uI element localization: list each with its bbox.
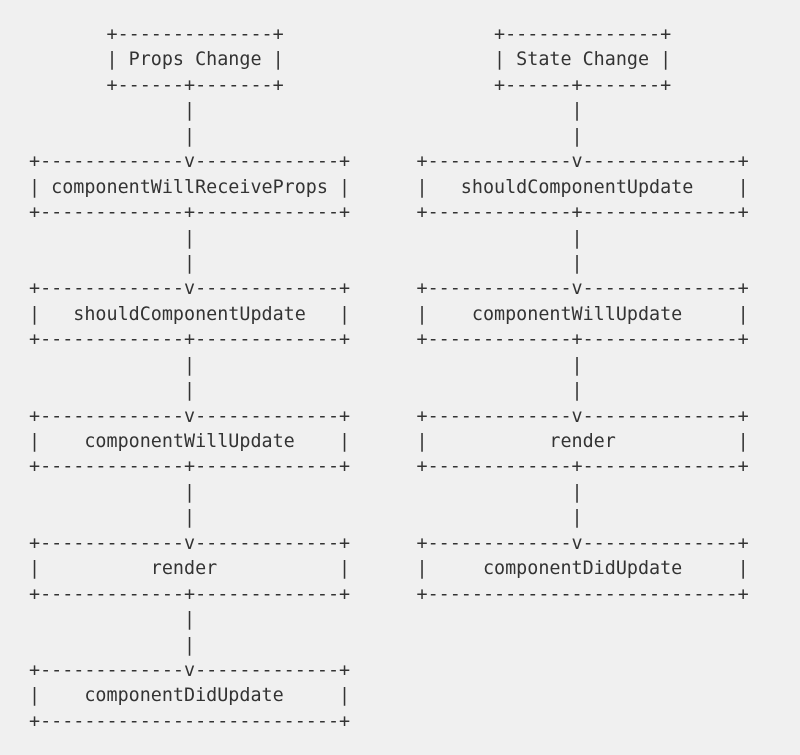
ascii-line: | | xyxy=(29,481,583,503)
ascii-line: | componentDidUpdate | xyxy=(29,685,351,707)
ascii-line: | | xyxy=(29,252,583,274)
ascii-line: | | xyxy=(29,380,583,402)
ascii-line: +-------------v-------------+ +---------… xyxy=(29,151,749,173)
ascii-line: | | xyxy=(29,354,583,376)
ascii-line: | | xyxy=(29,125,583,147)
ascii-line: | | xyxy=(29,507,583,529)
ascii-line: | | xyxy=(29,227,583,249)
ascii-line: +-------------v-------------+ +---------… xyxy=(29,405,749,427)
ascii-line: | | xyxy=(29,100,583,122)
ascii-line: | componentWillUpdate | | render | xyxy=(29,431,749,452)
ascii-line: | Props Change | | State Change | xyxy=(29,49,672,71)
ascii-line: +-------------v-------------+ xyxy=(29,659,351,681)
ascii-line: | shouldComponentUpdate | | componentWil… xyxy=(29,303,749,325)
ascii-line: | render | | componentDidUpdate | xyxy=(29,558,749,580)
ascii-line: +--------------+ +--------------+ xyxy=(29,24,672,45)
ascii-line: +-------------+-------------+ +---------… xyxy=(29,583,749,605)
ascii-line: +-------------v-------------+ +---------… xyxy=(29,532,749,554)
ascii-line: +-------------+-------------+ +---------… xyxy=(29,456,749,478)
ascii-line: +-------------v-------------+ +---------… xyxy=(29,278,749,300)
ascii-line: +-------------+-------------+ +---------… xyxy=(29,202,749,224)
ascii-line: | xyxy=(29,634,196,656)
ascii-line: | componentWillReceiveProps | | shouldCo… xyxy=(29,176,749,198)
react-lifecycle-ascii-diagram: +--------------+ +--------------+ | Prop… xyxy=(29,22,749,734)
ascii-line: +---------------------------+ xyxy=(29,710,351,732)
ascii-line: +-------------+-------------+ +---------… xyxy=(29,329,749,351)
ascii-line: | xyxy=(29,609,196,631)
ascii-line: +------+-------+ +------+-------+ xyxy=(29,74,672,96)
